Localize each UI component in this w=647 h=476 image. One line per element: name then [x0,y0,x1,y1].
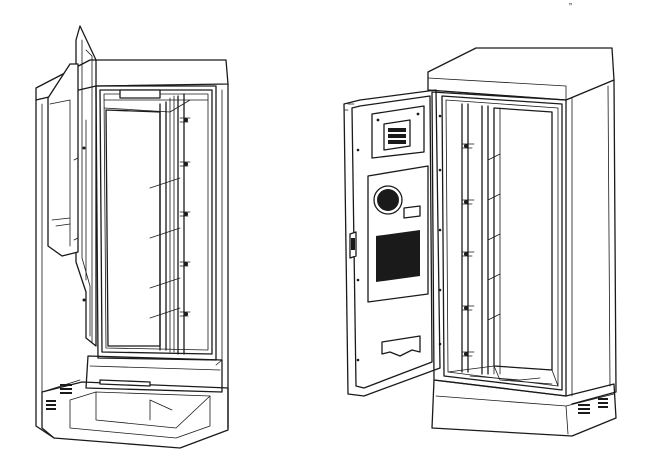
right-door-ac-label [403,205,421,219]
right-floor-tray [447,365,559,387]
left-door-ac-unit [47,63,79,257]
left-base-slot [99,379,151,387]
corner-mark: ˮ [569,2,572,12]
right-mount-rail-a [461,103,469,373]
right-interior-back-panel [493,107,553,371]
left-frame-gasket [103,93,209,351]
right-door-plate-screw [416,112,420,116]
right-rail-screw [464,252,468,256]
left-mount-rail-c [169,95,175,353]
left-cabinet-left-side [35,99,55,439]
left-lower-front-panel-detail [89,365,221,371]
left-door-latch-strip [73,119,87,281]
right-door-plate-screw [376,118,380,122]
right-door-panel [343,89,441,397]
left-rail-ticks [149,117,191,319]
right-rail-screw [464,144,468,148]
left-rail-screw [184,312,188,316]
right-door-panel-inner [351,95,433,389]
left-rail-screw [184,118,188,122]
left-mount-rail-b [177,93,185,355]
left-base-inner-frame [69,391,211,439]
right-door-rivets [356,114,442,362]
left-door-hinge-dot [82,298,86,302]
left-door-hinge-dot [82,146,86,150]
left-base-cross-braces [95,391,211,429]
left-frame-inner [99,89,213,355]
left-mount-rail-a [159,101,167,351]
right-base-plinth [431,379,617,437]
left-door-ac-unit-detail [49,99,71,247]
right-mount-rail-c [493,107,501,375]
right-door-bracket [381,335,421,357]
left-cabinet [35,25,229,449]
right-door-handle-grip [351,238,355,250]
left-top-slot [119,89,161,99]
right-door-ac-fan-ring [373,185,403,215]
right-frame-inner [441,95,563,391]
right-door-ac-grille-lines [377,233,419,277]
right-door-ac-lower-grille [376,230,420,282]
left-rail-screw [184,162,188,166]
left-interior-back-panel [105,109,161,347]
right-cabinet-top-cap-edge [427,77,615,101]
right-door-fan-grille [388,128,406,144]
right-door-panel-edge [343,103,355,111]
left-rail-screw [184,212,188,216]
right-cabinet [343,47,617,437]
right-door-ac-fan-grille [377,189,399,211]
left-rail-screw [184,262,188,266]
right-rail-screw [464,352,468,356]
left-lower-front-panel [85,355,223,393]
right-rail-screw [464,200,468,204]
left-cabinet-right-side-inner [215,89,223,366]
right-mount-rail-b [481,105,489,375]
right-cabinet-right-side [571,79,617,405]
left-base-vents [46,384,72,410]
right-rail-screw [464,306,468,310]
right-base-vents [578,398,608,414]
right-rail-ticks [461,143,501,357]
right-cabinet-right-side-inner [571,85,611,397]
left-door-panel-inner [81,39,93,343]
